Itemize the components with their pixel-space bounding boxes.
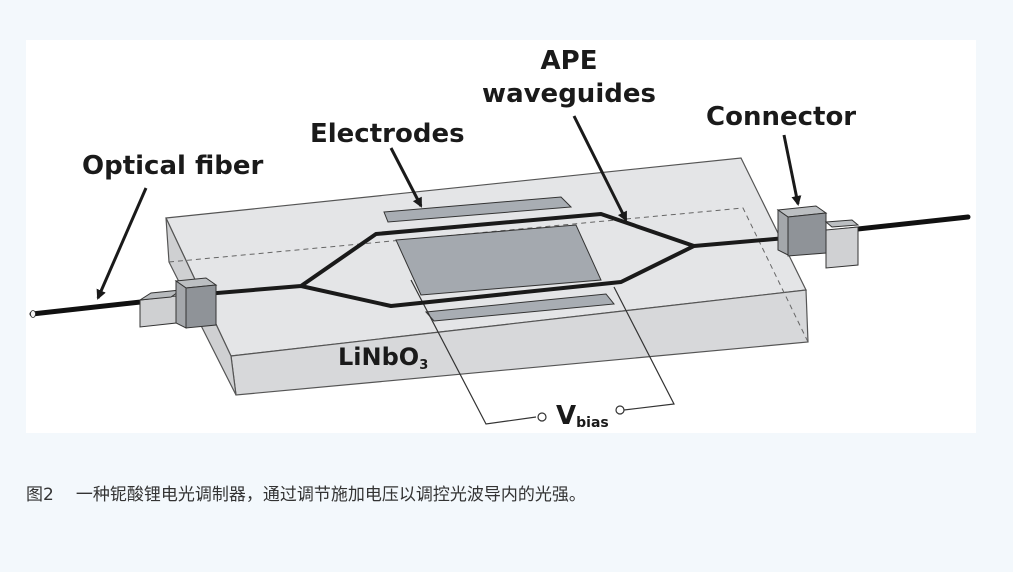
figure-caption: 图2 一种铌酸锂电光调制器，通过调节施加电压以调控光波导内的光强。 <box>26 480 586 505</box>
bias-wires <box>410 279 675 425</box>
ape-label-line1: APE <box>541 46 598 76</box>
figure-number: 图2 <box>26 485 54 505</box>
leader-arrows <box>96 115 802 300</box>
modulator-svg: Optical fiber Electrodes APE waveguides … <box>29 46 971 431</box>
caption-text: 一种铌酸锂电光调制器，通过调节施加电压以调控光波导内的光强。 <box>75 485 586 505</box>
electrodes-label: Electrodes <box>310 119 465 149</box>
substrate-label: LiNbO3 <box>338 343 428 373</box>
ape-label-line2: waveguides <box>482 79 656 109</box>
right-connector <box>776 205 860 269</box>
optical-fiber-label: Optical fiber <box>82 151 263 181</box>
electrodes <box>383 196 615 322</box>
connector-label: Connector <box>706 102 856 132</box>
vbias-label: Vbias <box>556 401 609 431</box>
left-connector <box>139 277 218 329</box>
ape-waveguide <box>180 212 787 308</box>
modulator-diagram: Optical fiber Electrodes APE waveguides … <box>26 40 976 433</box>
